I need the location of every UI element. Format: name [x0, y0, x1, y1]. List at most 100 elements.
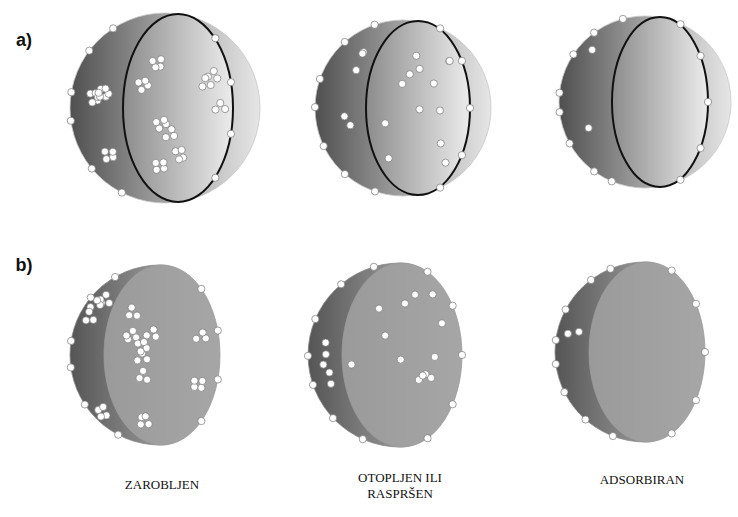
particle-dot [668, 267, 675, 274]
particle-dot [138, 86, 145, 93]
particle-dot [430, 80, 437, 87]
particle-dot [401, 300, 408, 307]
cut-hemisphere [308, 263, 462, 447]
particle-dot [406, 71, 413, 78]
particle-dot [322, 351, 329, 358]
particle-dot [353, 67, 360, 74]
particle-dot [129, 327, 136, 334]
particle-dot [82, 317, 89, 324]
particle-dot [419, 372, 426, 379]
particle-dot [591, 168, 598, 175]
particle-dot [561, 389, 568, 396]
particle-dot [207, 81, 214, 88]
whole-sphere [315, 20, 491, 196]
particle-dot [416, 65, 423, 72]
particle-dot [320, 361, 327, 368]
particle-dot [371, 21, 378, 28]
particle-dot [570, 51, 577, 58]
particle-dot [160, 159, 167, 166]
particle-dot [115, 431, 122, 438]
particle-dot [175, 156, 182, 163]
particle-dot [136, 375, 143, 382]
particle-dot [556, 89, 563, 96]
particle-dot [424, 268, 431, 275]
particle-dot [168, 126, 175, 133]
particle-dot [150, 326, 157, 333]
caption-label: OTOPLJEN ILI RASPRŠEN [340, 470, 460, 501]
particle-dot [128, 304, 135, 311]
particle-dot [89, 99, 96, 106]
particle-dot [587, 276, 594, 283]
particle-dot [312, 315, 319, 322]
particle-dot [399, 80, 406, 87]
particle-dot [134, 357, 141, 364]
particle-dot [214, 327, 221, 334]
particle-dot [701, 348, 708, 355]
caption-label: ADSORBIRAN [600, 472, 685, 488]
particle-dot [619, 15, 626, 22]
particle-dot [153, 166, 160, 173]
particle-dot [668, 430, 675, 437]
particle-dot [126, 312, 133, 319]
particle-dot [413, 52, 420, 59]
particle-dot [458, 57, 465, 64]
particle-dot [585, 124, 592, 131]
particle-dot [143, 356, 150, 363]
particle-dot [437, 184, 444, 191]
row-label: b) [16, 255, 33, 276]
particle-dot [704, 98, 711, 105]
particle-dot [178, 146, 185, 153]
whole-sphere [559, 16, 731, 188]
particle-dot [562, 306, 569, 313]
particle-dot [458, 152, 465, 159]
particle-dot [446, 58, 453, 65]
particle-dot [370, 263, 377, 270]
particle-dot [437, 25, 444, 32]
particle-dot [375, 305, 382, 312]
particle-dot [449, 302, 456, 309]
particle-dot [193, 335, 200, 342]
particle-dot [191, 377, 198, 384]
particle-dot [397, 356, 404, 363]
particle-dot [103, 156, 110, 163]
particle-dot [692, 300, 699, 307]
particle-dot [442, 159, 449, 166]
particle-dot [436, 107, 443, 114]
particle-dot [697, 144, 704, 151]
particle-dot [140, 338, 147, 345]
particle-dot [431, 353, 438, 360]
particle-dot [347, 122, 354, 129]
particle-dot [67, 364, 74, 371]
particle-dot [100, 403, 107, 410]
particle-dot [552, 336, 559, 343]
particle-dot [416, 106, 423, 113]
particle-dot [359, 436, 366, 443]
particle-dot [338, 281, 345, 288]
particle-dot [112, 273, 119, 280]
particle-dot [198, 384, 205, 391]
particle-dot [311, 104, 318, 111]
particle-dot [222, 105, 229, 112]
particle-dot [677, 176, 684, 183]
particle-dot [139, 367, 146, 374]
particle-dot [152, 159, 159, 166]
particle-dot [86, 308, 93, 315]
particle-dot [144, 376, 151, 383]
particle-dot [341, 113, 348, 120]
particle-dot [322, 339, 329, 346]
particle-dot [212, 35, 219, 42]
particle-dot [341, 170, 348, 177]
particle-dot [109, 148, 116, 155]
particle-dot [382, 332, 389, 339]
particle-dot [90, 316, 97, 323]
particle-dot [320, 142, 327, 149]
particle-dot [327, 380, 334, 387]
particle-dot [160, 116, 167, 123]
particle-dot [101, 148, 108, 155]
particle-dot [326, 369, 333, 376]
particle-dot [466, 104, 473, 111]
particle-dot [88, 165, 95, 172]
particle-dot [227, 79, 234, 86]
particle-dot [210, 67, 217, 74]
particle-dot [591, 29, 598, 36]
